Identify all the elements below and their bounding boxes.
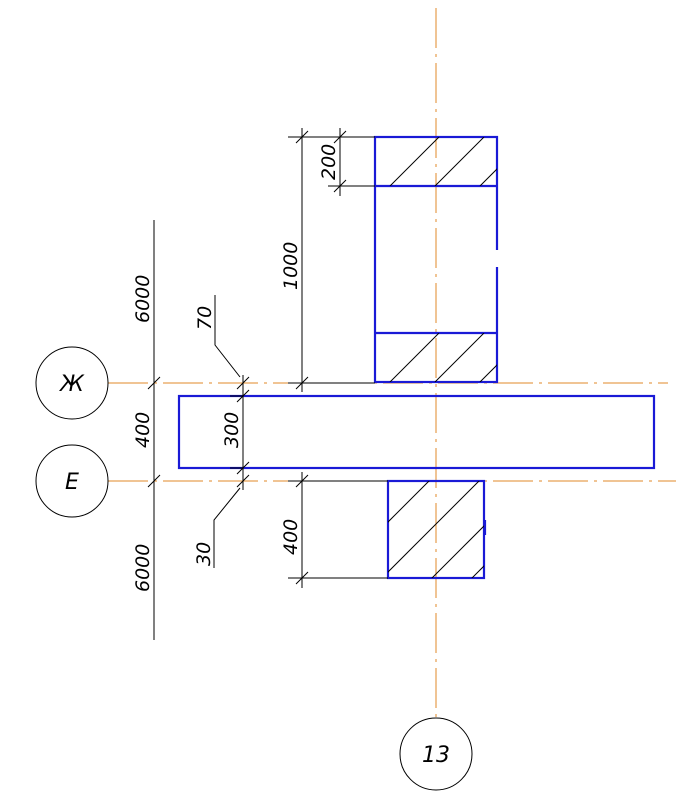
axis-bubble-e: Е (35, 444, 109, 518)
axis-lines (108, 8, 676, 718)
dim-6000-bottom: 6000 (132, 544, 154, 592)
axis-bubble-13: 13 (399, 717, 473, 791)
dim-400-left: 400 (132, 412, 154, 448)
slab-beam (177, 394, 656, 470)
hatch-top (389, 137, 497, 186)
structure (177, 135, 656, 580)
hatch-lower-column (388, 481, 484, 578)
dim-70: 70 (194, 306, 216, 330)
axis-label-e: Е (65, 470, 79, 495)
dim-400-bottom: 400 (280, 519, 302, 555)
hatch-middle (389, 333, 497, 382)
dim-300: 300 (221, 412, 243, 448)
axis-label-13: 13 (422, 743, 450, 768)
dimension-lines (147, 128, 388, 640)
axis-bubble-zh: Ж (35, 346, 109, 420)
dim-30: 30 (193, 542, 215, 566)
dim-200: 200 (318, 144, 340, 180)
dim-1000: 1000 (280, 242, 302, 290)
axis-label-zh: Ж (58, 372, 85, 397)
dim-6000-top: 6000 (132, 275, 154, 323)
